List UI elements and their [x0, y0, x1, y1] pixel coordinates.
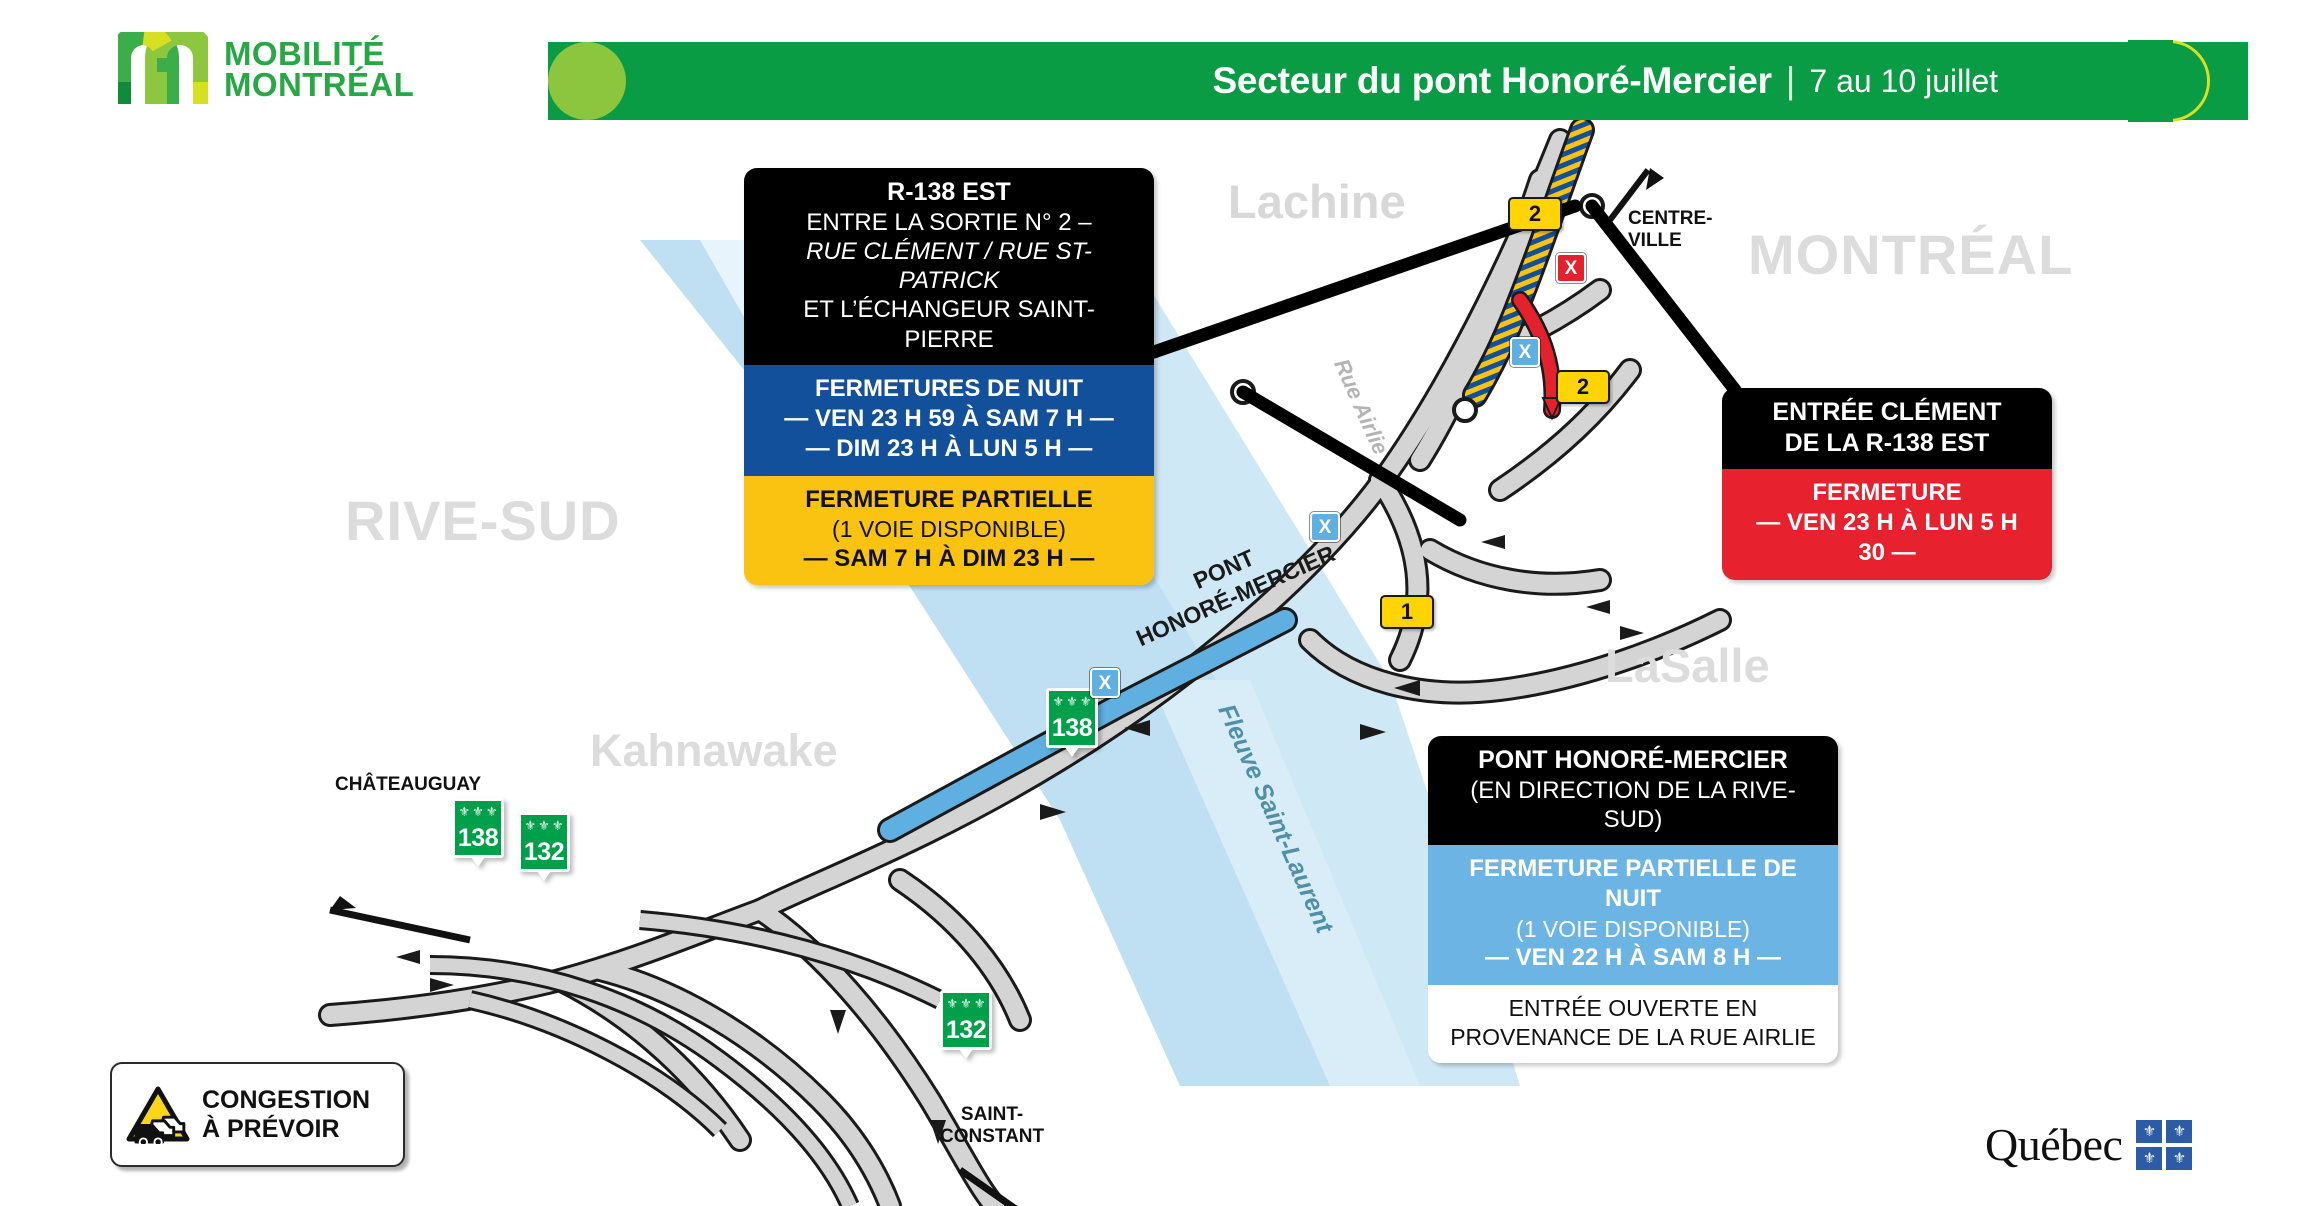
interchange-loops-fill — [429, 913, 944, 1206]
callout-r138-blue-title: FERMETURES DE NUIT — [814, 374, 1083, 402]
header-band — [548, 42, 2248, 120]
callout-r138-partial-closure: FERMETURE PARTIELLE (1 VOIE DISPONIBLE) … — [744, 475, 1154, 585]
shield-tail — [959, 1049, 973, 1059]
route-shield-132-west[interactable]: ⚜⚜⚜ 132 — [518, 812, 570, 881]
direction-arrow-tips — [329, 168, 1664, 1206]
callout-clement-title-1: ENTRÉE CLÉMENT — [1772, 398, 2002, 426]
callout-clement-red-title: FERMETURE — [1812, 479, 1962, 506]
callout-pont-honore-mercier: PONT HONORÉ-MERCIER (EN DIRECTION DE LA … — [1428, 736, 1838, 1063]
callout-entree-clement: ENTRÉE CLÉMENT DE LA R-138 EST FERMETURE… — [1722, 388, 2052, 580]
shield-fleur-row: ⚜⚜⚜ — [943, 993, 989, 1013]
exit-tab-1[interactable]: 1 — [1380, 595, 1434, 629]
closure-marker-partial-north[interactable]: X — [1510, 337, 1540, 367]
shield-number: 138 — [455, 821, 501, 855]
page-title: Secteur du pont Honoré-Mercier — [1212, 60, 1772, 101]
quebec-government-logo: Québec ⚜ ⚜ ⚜ ⚜ — [1985, 1119, 2193, 1170]
callout-pont-white-line-2: PROVENANCE DE LA RUE AIRLIE — [1450, 1023, 1816, 1050]
direction-label-saint-constant-line-1: SAINT- — [960, 1104, 1024, 1125]
place-label-rive-sud: RIVE-SUD — [345, 489, 621, 552]
quebec-fleur-de-lis-flag-icon: ⚜ ⚜ ⚜ ⚜ — [2136, 1120, 2193, 1170]
callout-r138-yellow-line-2: — SAM 7 H À DIM 23 H — — [803, 544, 1095, 572]
exit-tab-2-north[interactable]: 2 — [1508, 197, 1562, 231]
direction-label-centre-ville-line-2: VILLE — [1628, 229, 1682, 251]
closure-marker-partial-mid[interactable]: X — [1310, 512, 1340, 542]
direction-label-centre-ville-line-1: CENTRE- — [1628, 208, 1713, 229]
shield-tail — [537, 871, 551, 881]
header: Secteur du pont Honoré-Mercier | 7 au 10… — [900, 42, 2120, 120]
callout-clement-title-2: DE LA R-138 EST — [1784, 428, 1990, 457]
closure-marker-full-r138[interactable]: X — [1556, 253, 1586, 283]
callout-leader-lines — [1147, 199, 1742, 527]
congestion-text: CONGESTION À PRÉVOIR — [202, 1086, 370, 1143]
header-date-range: 7 au 10 juillet — [1809, 62, 1998, 99]
header-circle-mask — [2128, 40, 2173, 122]
callout-r138-subtitle-2: RUE CLÉMENT / RUE ST-PATRICK — [806, 237, 1092, 295]
flag-cell-1: ⚜ — [2136, 1120, 2163, 1143]
callout-r138-blue-line-2: — DIM 23 H À LUN 5 H — — [805, 435, 1093, 463]
shield-number: 132 — [943, 1013, 989, 1047]
callout-r138-night-closures: FERMETURES DE NUIT — VEN 23 H 59 À SAM 7… — [744, 364, 1154, 476]
shield-fleur-row: ⚜⚜⚜ — [1049, 691, 1095, 711]
shield-number: 138 — [1049, 711, 1095, 745]
place-label-montreal: MONTRÉAL — [1748, 223, 2074, 286]
route-shield-132-south[interactable]: ⚜⚜⚜ 132 — [940, 990, 992, 1059]
shield-tail — [471, 857, 485, 867]
place-label-lachine: Lachine — [1228, 175, 1406, 228]
callout-r138-subtitle-1: ENTRE LA SORTIE N° 2 – — [806, 208, 1092, 236]
header-separator: | — [1785, 60, 1796, 101]
mobilite-montreal-logo: MOBILITÉ MONTRÉAL — [118, 32, 414, 106]
mobilite-montreal-m-icon — [118, 32, 208, 104]
congestion-line-1: CONGESTION — [202, 1086, 371, 1114]
callout-r138-title: R-138 EST — [887, 178, 1011, 206]
direction-label-centre-ville: CENTRE- VILLE — [1628, 208, 1712, 252]
congestion-line-2: À PRÉVOIR — [202, 1114, 340, 1143]
logo-line-2: MONTRÉAL — [224, 66, 415, 103]
callout-r138-subtitle-3: ET L’ÉCHANGEUR SAINT-PIERRE — [803, 296, 1095, 353]
shield-number: 132 — [521, 835, 567, 869]
closure-marker-partial-bridge[interactable]: X — [1090, 668, 1120, 698]
callout-pont-partial-night-closure: FERMETURE PARTIELLE DE NUIT (1 VOIE DISP… — [1428, 845, 1838, 985]
shield-fleur-row: ⚜⚜⚜ — [455, 801, 501, 821]
callout-pont-blue-title: FERMETURE PARTIELLE DE NUIT — [1469, 855, 1797, 913]
callout-pont-title: PONT HONORÉ-MERCIER — [1478, 746, 1788, 774]
traffic-congestion-warning-icon — [126, 1086, 190, 1144]
callout-r138-header: R-138 EST ENTRE LA SORTIE N° 2 – RUE CLÉ… — [744, 168, 1154, 365]
direction-arrows — [396, 535, 1644, 1144]
callout-r138-yellow-line-1: (1 VOIE DISPONIBLE) — [832, 515, 1066, 542]
shield-tail — [1065, 747, 1079, 757]
callout-pont-white-line-1: ENTRÉE OUVERTE EN — [1508, 994, 1758, 1021]
logo-line-1: MOBILITÉ — [224, 34, 385, 72]
shield-fleur-row: ⚜⚜⚜ — [521, 815, 567, 835]
callout-r138-est: R-138 EST ENTRE LA SORTIE N° 2 – RUE CLÉ… — [744, 168, 1154, 585]
place-label-lasalle: LaSalle — [1605, 639, 1770, 692]
callout-r138-blue-line-1: — VEN 23 H 59 À SAM 7 H — — [784, 405, 1114, 433]
flag-cell-3: ⚜ — [2136, 1147, 2163, 1170]
callout-clement-red-line-1: — VEN 23 H À LUN 5 H 30 — — [1756, 509, 2018, 567]
place-label-kahnawake: Kahnawake — [590, 725, 838, 776]
callout-pont-entrance-open: ENTRÉE OUVERTE EN PROVENANCE DE LA RUE A… — [1428, 984, 1838, 1063]
route-shield-138-west[interactable]: ⚜⚜⚜ 138 — [452, 798, 504, 867]
header-accent-circle — [548, 42, 626, 120]
callout-pont-header: PONT HONORÉ-MERCIER (EN DIRECTION DE LA … — [1428, 736, 1838, 846]
route-shield-138-interchange[interactable]: ⚜⚜⚜ 138 — [1046, 688, 1098, 757]
direction-label-chateauguay: CHÂTEAUGUAY — [335, 774, 482, 795]
congestion-warning-badge: CONGESTION À PRÉVOIR — [110, 1062, 405, 1167]
direction-label-saint-constant-line-2: CONSTANT — [940, 1125, 1045, 1147]
exit-tab-2-east[interactable]: 2 — [1556, 370, 1610, 404]
detour-arrow-red — [1511, 291, 1563, 421]
callout-clement-header: ENTRÉE CLÉMENT DE LA R-138 EST — [1722, 388, 2052, 469]
callout-clement-closure: FERMETURE — VEN 23 H À LUN 5 H 30 — — [1722, 469, 2052, 580]
flag-cell-4: ⚜ — [2166, 1147, 2193, 1170]
quebec-wordmark: Québec — [1985, 1119, 2123, 1170]
callout-pont-blue-line-1: (1 VOIE DISPONIBLE) — [1516, 915, 1750, 942]
direction-label-saint-constant: SAINT- CONSTANT — [940, 1104, 1044, 1148]
callout-r138-yellow-title: FERMETURE PARTIELLE — [805, 485, 1093, 513]
callout-pont-blue-line-2: — VEN 22 H À SAM 8 H — — [1484, 944, 1782, 972]
callout-pont-subtitle: (EN DIRECTION DE LA RIVE-SUD) — [1470, 776, 1796, 833]
flag-cell-2: ⚜ — [2166, 1120, 2193, 1143]
